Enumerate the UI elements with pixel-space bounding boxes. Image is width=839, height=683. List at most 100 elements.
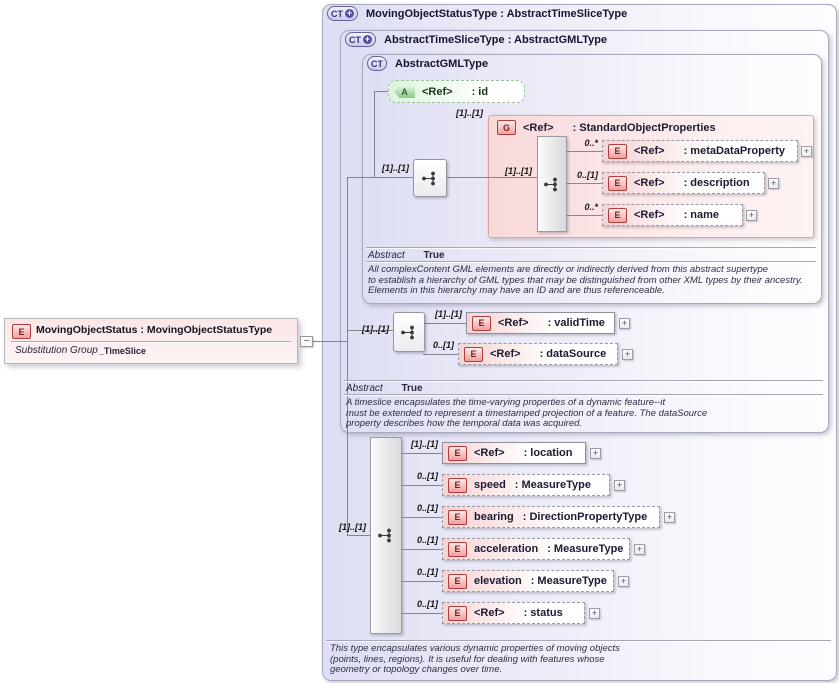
element-name: speed — [474, 479, 506, 491]
element-metadataproperty[interactable]: E <Ref> : metaDataProperty — [602, 140, 798, 162]
element-badge: E — [448, 573, 467, 589]
annotation-text: A timeslice encapsulates the time-varyin… — [346, 397, 708, 429]
element-name: <Ref> — [490, 348, 521, 360]
group-type: : StandardObjectProperties — [572, 121, 716, 134]
collapse-toggle-button[interactable]: − — [300, 336, 313, 347]
connector-line — [401, 485, 442, 486]
connector-line — [401, 517, 442, 518]
connector-line — [374, 91, 388, 92]
connector-line — [401, 453, 442, 454]
element-description[interactable]: E <Ref> : description — [602, 172, 765, 194]
expand-button[interactable]: + — [746, 210, 757, 221]
separator — [344, 380, 823, 381]
complex-type-badge: CT — [367, 56, 387, 71]
element-badge: E — [464, 346, 483, 362]
separator — [366, 261, 816, 262]
connector-line — [423, 323, 466, 324]
abstract-value: True — [401, 383, 423, 394]
cardinality-label: 0..[1] — [416, 503, 438, 513]
abstract-row: Abstract True — [346, 383, 423, 394]
element-name: <Ref> — [634, 145, 665, 157]
expand-button[interactable]: + — [589, 608, 600, 619]
connector-line — [347, 177, 413, 178]
sequence-compositor-status[interactable] — [370, 437, 402, 634]
expand-button[interactable]: + — [614, 480, 625, 491]
element-badge: E — [608, 143, 627, 159]
abstract-label: Abstract — [346, 383, 383, 394]
element-status[interactable]: E <Ref> : status — [442, 602, 585, 624]
expand-button[interactable]: + — [664, 512, 675, 523]
abstract-value: True — [423, 250, 445, 261]
expand-button[interactable]: + — [634, 544, 645, 555]
sequence-glyph-icon — [400, 325, 414, 339]
element-name: elevation — [474, 575, 522, 587]
separator — [366, 247, 816, 248]
element-badge: E — [12, 324, 31, 339]
expand-button[interactable]: + — [622, 349, 633, 360]
element-moving-object-status[interactable]: E MovingObjectStatus : MovingObjectStatu… — [4, 318, 298, 364]
element-location[interactable]: E <Ref> : location — [442, 442, 586, 464]
element-name: <Ref> — [474, 447, 505, 459]
connector-line — [313, 341, 347, 342]
element-name: bearing — [474, 511, 514, 523]
element-name: <Ref> — [498, 317, 529, 329]
sequence-glyph-icon — [543, 177, 557, 191]
sequence-glyph-icon — [421, 171, 435, 185]
expand-button[interactable]: + — [768, 178, 779, 189]
connector-line — [445, 177, 537, 178]
element-type: : dataSource — [539, 348, 607, 360]
attribute-name: <Ref> — [422, 85, 453, 98]
element-type: : validTime — [547, 317, 605, 329]
element-elevation[interactable]: E elevation : MeasureType — [442, 570, 614, 592]
cardinality-label: [1]..[1] — [456, 108, 483, 118]
group-name: <Ref> — [523, 121, 554, 134]
element-name-prop[interactable]: E <Ref> : name — [602, 204, 743, 226]
cardinality-label: [1]..[1] — [505, 166, 532, 176]
element-validtime[interactable]: E <Ref> : validTime — [466, 312, 615, 334]
substitution-group-label: Substitution Group — [15, 345, 98, 356]
element-badge: E — [448, 445, 467, 461]
element-badge: E — [608, 207, 627, 223]
element-type: : location — [523, 447, 573, 459]
complex-type-badge-label: CT — [349, 34, 361, 45]
root-element-title: MovingObjectStatus : MovingObjectStatusT… — [36, 324, 273, 336]
element-badge: E — [448, 509, 467, 525]
element-badge: E — [472, 315, 491, 331]
connector-trunk-line — [347, 177, 348, 536]
expand-button[interactable]: + — [618, 576, 629, 587]
connector-line — [401, 581, 442, 582]
element-datasource[interactable]: E <Ref> : dataSource — [458, 343, 618, 365]
complex-type-badge: CT+ — [345, 32, 376, 47]
element-badge: E — [448, 477, 467, 493]
group-badge: G — [497, 120, 516, 135]
annotation-text: All complexContent GML elements are dire… — [368, 264, 803, 296]
separator — [11, 341, 291, 342]
sequence-icon-timeslice[interactable] — [393, 312, 425, 352]
expand-button[interactable]: + — [619, 318, 630, 329]
connector-line — [347, 535, 370, 536]
separator — [344, 394, 823, 395]
sequence-compositor-group[interactable] — [537, 136, 567, 232]
sequence-icon-gml[interactable] — [413, 159, 447, 197]
abstract-row: Abstract True — [368, 250, 445, 261]
expand-button[interactable]: + — [801, 146, 812, 157]
element-acceleration[interactable]: E acceleration : MeasureType — [442, 538, 630, 560]
attribute-id[interactable]: A <Ref> : id — [388, 80, 525, 103]
sequence-glyph-icon — [377, 528, 391, 543]
element-badge: E — [448, 541, 467, 557]
cardinality-label: [1]..[1] — [411, 439, 438, 449]
element-name: <Ref> — [634, 209, 665, 221]
element-type: : MeasureType — [547, 543, 624, 555]
cardinality-label: 0..[1] — [416, 535, 438, 545]
connector-line — [347, 330, 393, 331]
expand-button[interactable]: + — [590, 448, 601, 459]
separator — [326, 640, 831, 641]
element-speed[interactable]: E speed : MeasureType — [442, 474, 610, 496]
cardinality-label: 0..* — [584, 202, 598, 212]
element-bearing[interactable]: E bearing : DirectionPropertyType — [442, 506, 660, 528]
element-type: : DirectionPropertyType — [522, 511, 648, 523]
connector-line — [401, 613, 442, 614]
connector-line — [401, 549, 442, 550]
cardinality-label: 0..* — [584, 138, 598, 148]
complex-type-badge-label: CT — [331, 8, 343, 19]
